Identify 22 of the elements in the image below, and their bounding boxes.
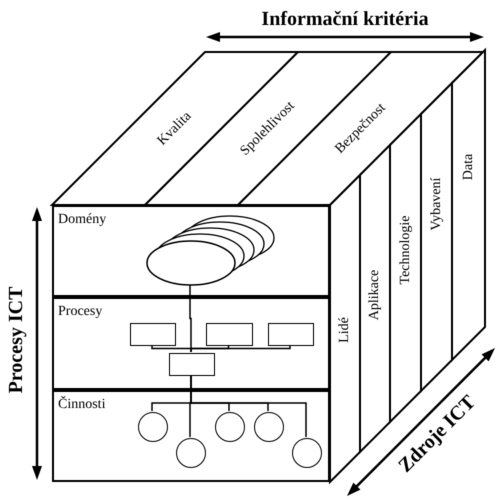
connector-line: [151, 345, 192, 352]
activity-circle: [138, 412, 168, 442]
layer-label: Domény: [58, 212, 106, 228]
activity-circle: [176, 438, 206, 468]
strip-label: Data: [460, 153, 476, 180]
layer-label: Činnosti: [58, 397, 106, 413]
activity-circle: [215, 412, 245, 442]
process-box: [268, 323, 314, 346]
connector-line: [190, 375, 307, 437]
axis-label: Informační kritéria: [261, 8, 429, 30]
strip-label: Vybavení: [428, 177, 444, 230]
layer-label: Procesy: [58, 304, 102, 320]
activity-circle: [254, 412, 284, 442]
process-box: [169, 353, 215, 376]
strip-label: Lidé: [337, 317, 353, 343]
process-box: [130, 323, 176, 346]
strip-label: Technologie: [398, 215, 414, 284]
process-box: [206, 323, 253, 346]
connector-line: [190, 345, 291, 352]
activity-circle: [292, 438, 322, 468]
axis-label: Procesy ICT: [5, 286, 27, 394]
strip-label: Aplikace: [367, 270, 383, 320]
